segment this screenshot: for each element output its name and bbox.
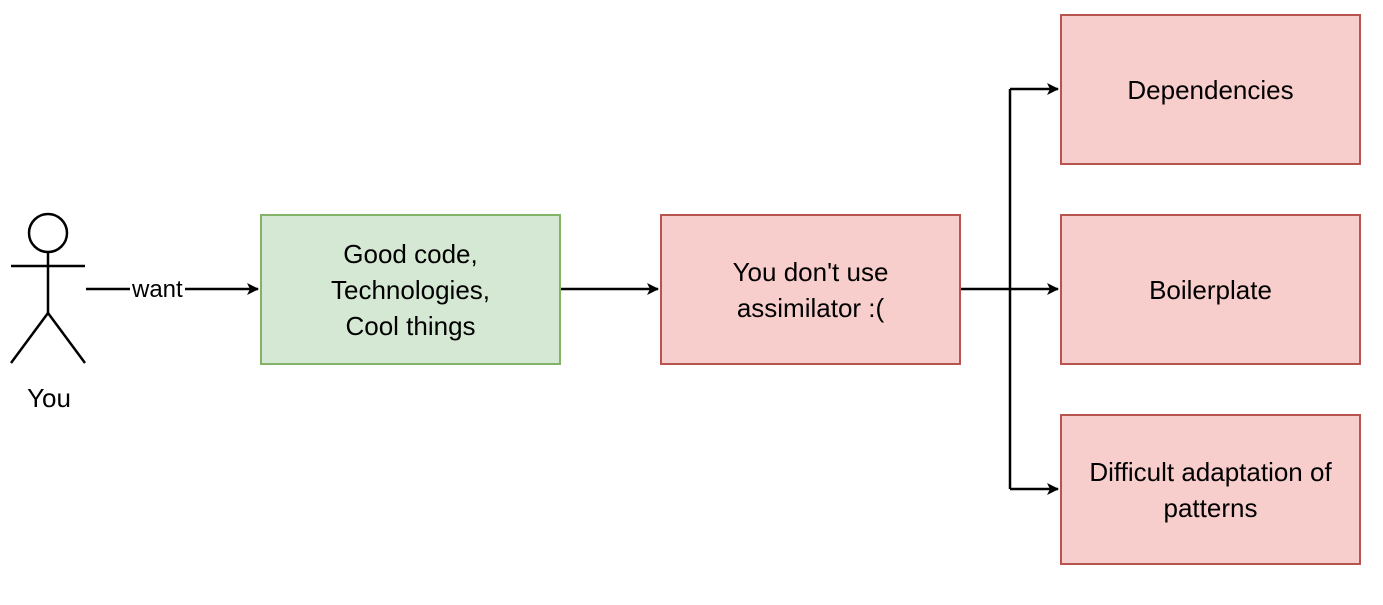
node-good-code[interactable]: Good code, Technologies, Cool things — [260, 214, 561, 365]
stick-figure-icon — [9, 212, 87, 364]
node-difficult-adaptation[interactable]: Difficult adaptation of patterns — [1060, 414, 1361, 565]
actor-label: You — [27, 383, 71, 413]
node-boilerplate[interactable]: Boilerplate — [1060, 214, 1361, 365]
node-dependencies[interactable]: Dependencies — [1060, 14, 1361, 165]
node-no-assimilator[interactable]: You don't use assimilator :( — [660, 214, 961, 365]
edge-want-label: want — [130, 276, 185, 304]
